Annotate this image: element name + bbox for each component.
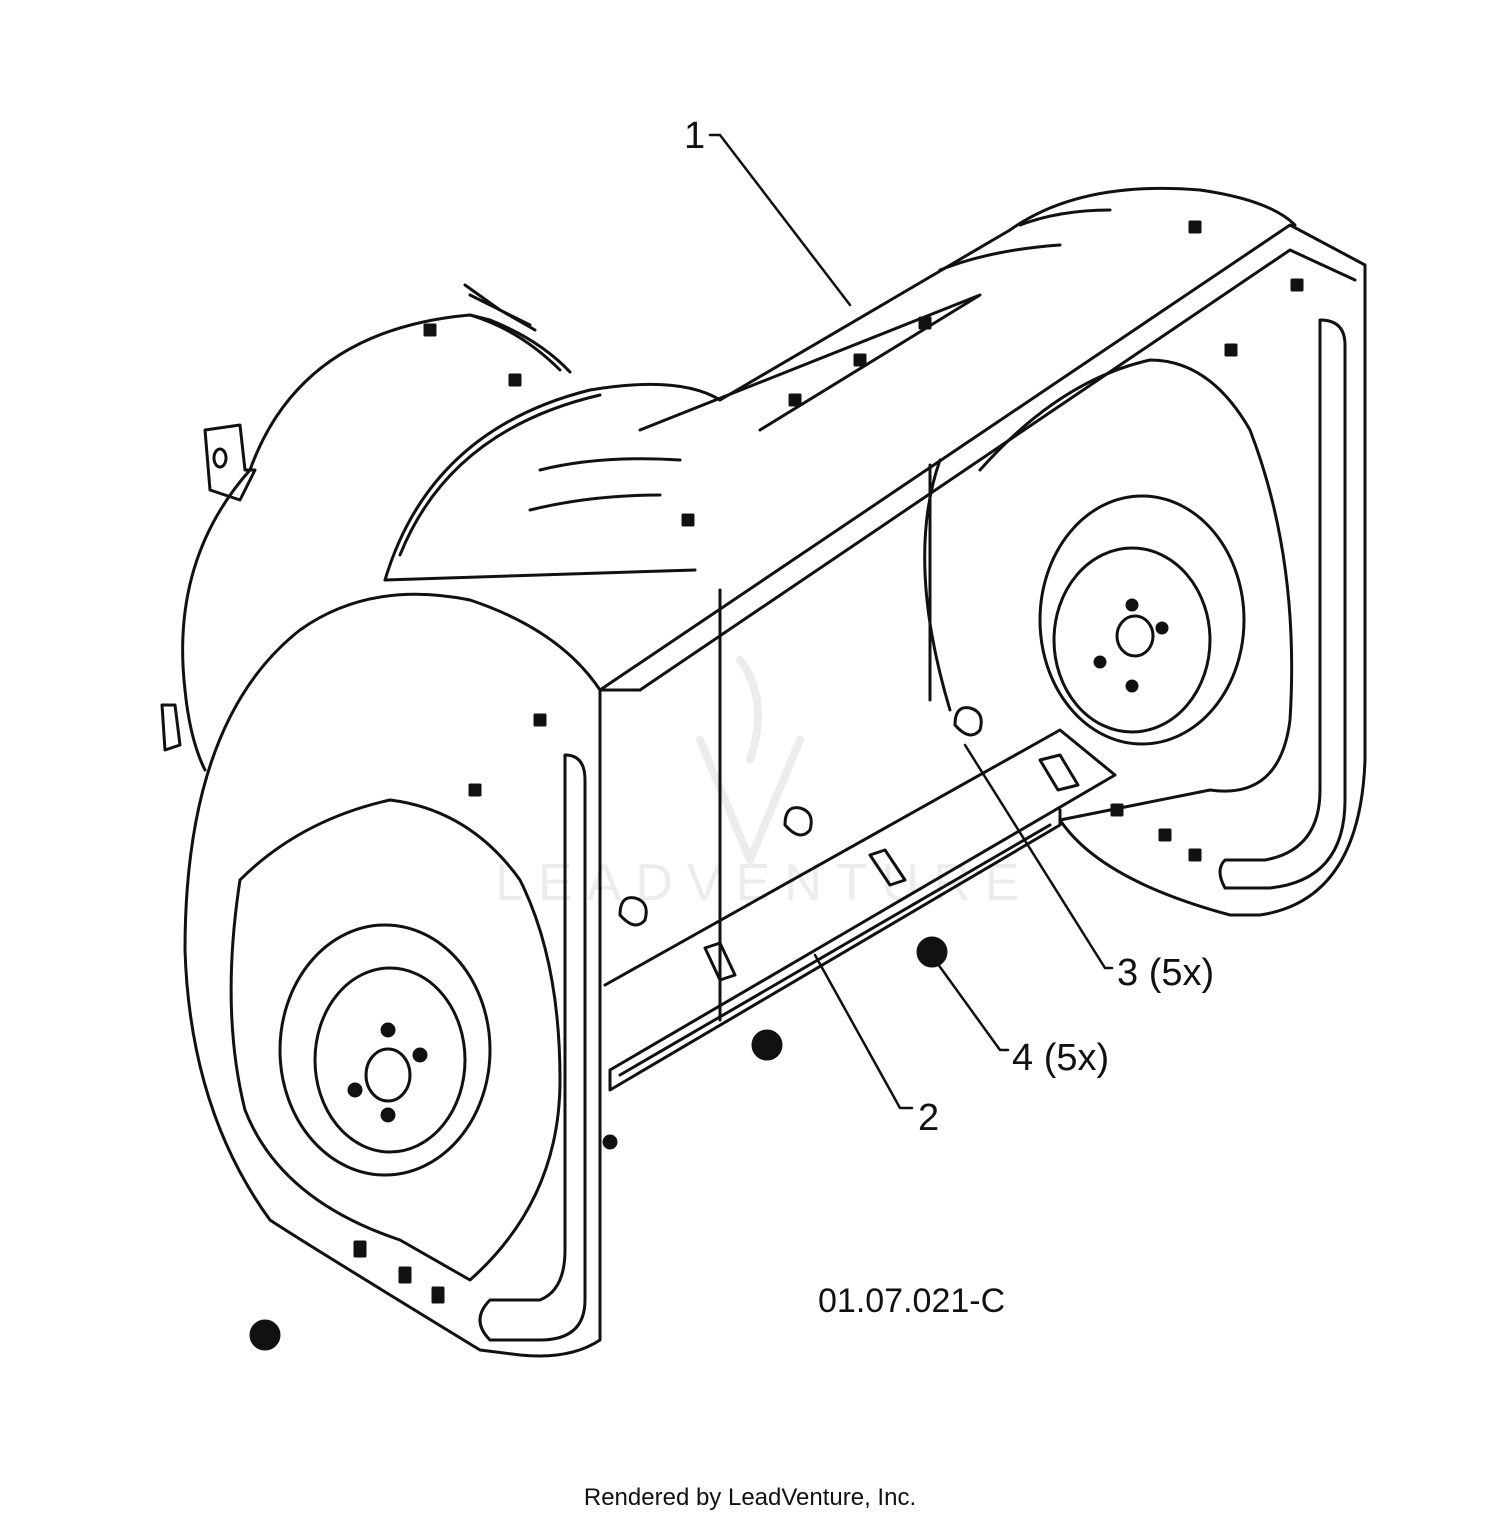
hex-nut-group	[249, 936, 948, 1351]
impeller-housing-shell	[160, 283, 572, 772]
carriage-bolt-group	[618, 706, 983, 927]
auger-housing-top	[383, 186, 1297, 582]
leader-line-3	[963, 743, 1114, 970]
callout-3: 3 (5x)	[1117, 952, 1214, 994]
leader-line-4	[933, 958, 1010, 1052]
scraper-bar	[603, 728, 1117, 1092]
callout-1: 1	[684, 115, 705, 157]
footer-credit: Rendered by LeadVenture, Inc.	[583, 1484, 917, 1511]
leader-line-1	[708, 133, 852, 307]
leader-line-2	[813, 953, 914, 1110]
left-bearing-plate	[183, 592, 602, 1358]
right-bearing-plate	[978, 358, 1294, 822]
watermark-text: LEADVENTURE	[495, 854, 1033, 912]
watermark-logo	[696, 656, 804, 864]
figure-code: 01.07.021-C	[818, 1282, 1005, 1320]
callout-2: 2	[918, 1097, 939, 1139]
callout-4: 4 (5x)	[1012, 1037, 1109, 1079]
leader-lines	[708, 133, 1114, 1110]
